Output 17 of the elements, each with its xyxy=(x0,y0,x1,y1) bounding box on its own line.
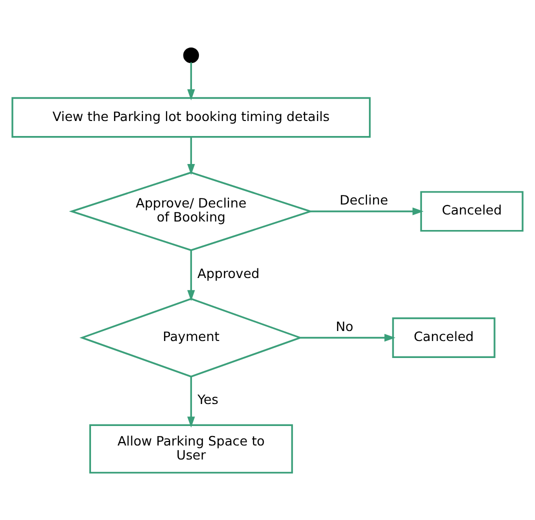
edge-label: Decline xyxy=(340,192,388,208)
arrow xyxy=(187,62,195,100)
arrow xyxy=(300,333,396,342)
node-diamond: Payment xyxy=(79,297,303,377)
node-box: Canceled xyxy=(420,190,524,232)
edge-label: No xyxy=(336,319,354,334)
node-circle xyxy=(183,46,199,63)
node-box: Allow Parking Space to User xyxy=(89,424,293,474)
edge-label: Yes xyxy=(197,392,218,408)
node-box: Canceled xyxy=(392,316,496,358)
node-diamond: Approve/ Decline of Booking xyxy=(68,171,314,251)
arrow xyxy=(187,376,195,428)
edge-label: Approved xyxy=(197,266,260,282)
arrow xyxy=(187,250,195,301)
arrow xyxy=(187,136,195,175)
node-box: View the Parking lot booking timing details xyxy=(12,96,371,138)
arrow xyxy=(310,207,424,215)
